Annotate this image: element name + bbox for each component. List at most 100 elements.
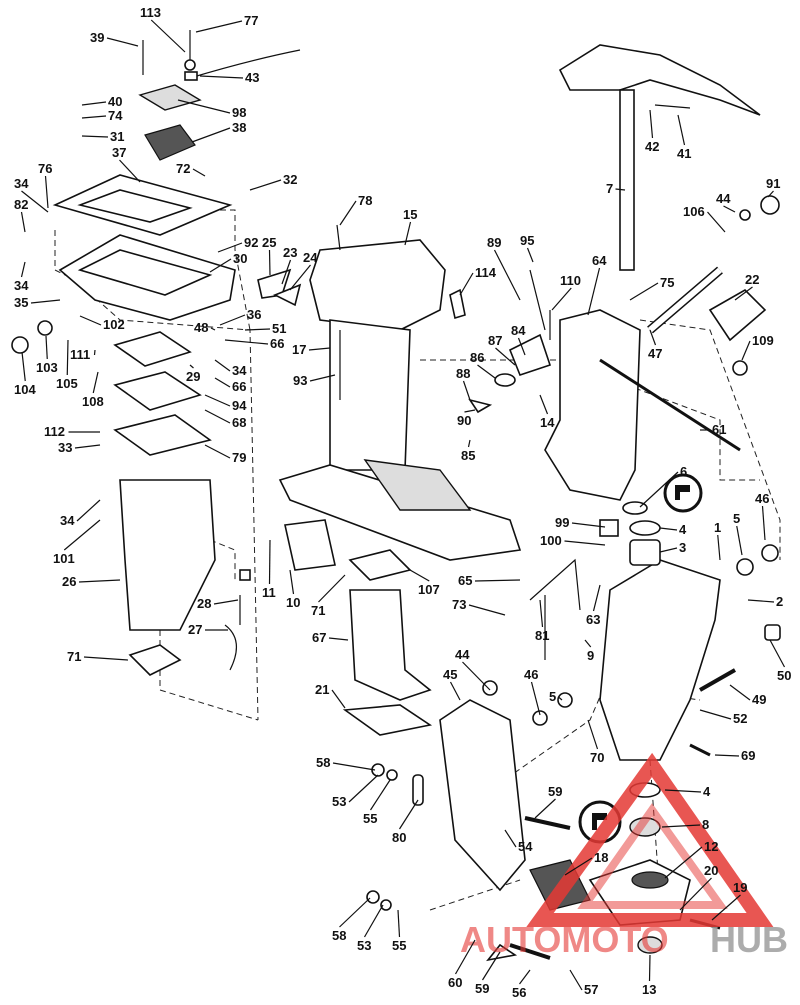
leader-line-77 xyxy=(195,20,243,33)
leader-line-34 xyxy=(21,190,49,213)
callout-label-5: 5 xyxy=(549,689,556,704)
leader-line-113 xyxy=(150,19,186,53)
leader-line-84 xyxy=(517,337,526,356)
leader-line-64 xyxy=(587,267,601,316)
leader-line-11 xyxy=(268,539,271,585)
leader-line-59 xyxy=(534,798,556,819)
leader-line-105 xyxy=(66,339,69,376)
callout-label-5: 5 xyxy=(733,511,740,526)
callout-label-1: 1 xyxy=(714,520,721,535)
leader-line-28 xyxy=(213,599,239,605)
leader-line-81 xyxy=(539,599,544,628)
callout-label-102: 102 xyxy=(103,317,125,332)
callout-label-17: 17 xyxy=(292,342,306,357)
callout-label-37: 37 xyxy=(112,145,126,160)
leader-line-107 xyxy=(409,569,430,582)
leader-line-15 xyxy=(404,221,412,246)
callout-label-53: 53 xyxy=(357,938,371,953)
callout-label-4: 4 xyxy=(679,522,687,537)
callout-label-77: 77 xyxy=(244,13,258,28)
leader-line-37 xyxy=(119,159,141,183)
leader-line-29 xyxy=(189,364,194,369)
callout-label-104: 104 xyxy=(14,382,36,397)
callout-label-91: 91 xyxy=(766,176,780,191)
leader-line-6 xyxy=(639,471,679,508)
callout-label-76: 76 xyxy=(38,161,52,176)
watermark-logo: AUTOMOTO HUB xyxy=(460,752,788,960)
callout-label-48: 48 xyxy=(194,320,208,335)
leader-line-100 xyxy=(564,540,606,546)
callout-label-71: 71 xyxy=(311,603,325,618)
nut-91 xyxy=(760,195,780,215)
leader-line-46 xyxy=(761,505,766,541)
callout-label-106: 106 xyxy=(683,204,705,219)
callout-label-15: 15 xyxy=(403,207,417,222)
callout-label-12: 12 xyxy=(704,839,718,854)
callout-label-54: 54 xyxy=(518,839,533,854)
leader-line-23 xyxy=(281,259,292,285)
leader-line-110 xyxy=(551,287,572,311)
callout-label-73: 73 xyxy=(452,597,466,612)
callout-label-98: 98 xyxy=(232,105,246,120)
callout-label-28: 28 xyxy=(197,596,211,611)
leader-line-32 xyxy=(249,179,282,191)
leader-line-30 xyxy=(209,258,232,273)
leader-line-2 xyxy=(747,599,775,603)
leader-line-38 xyxy=(191,127,231,143)
leader-line-31 xyxy=(81,135,109,138)
callout-label-26: 26 xyxy=(62,574,76,589)
callout-label-64: 64 xyxy=(592,253,607,268)
leader-line-41 xyxy=(677,114,686,146)
leader-line-52 xyxy=(699,709,732,720)
leader-line-78 xyxy=(339,200,357,226)
callout-label-59: 59 xyxy=(548,784,562,799)
callout-label-32: 32 xyxy=(283,172,297,187)
callout-label-44: 44 xyxy=(455,647,470,662)
leader-line-49 xyxy=(729,684,751,701)
callout-label-19: 19 xyxy=(733,880,747,895)
leader-line-68 xyxy=(204,409,231,424)
leader-line-89 xyxy=(493,249,521,301)
swivel-1 xyxy=(599,559,721,761)
leader-line-76 xyxy=(44,175,49,209)
callout-label-55: 55 xyxy=(363,811,377,826)
leader-line-99 xyxy=(571,522,606,528)
callout-label-57: 57 xyxy=(584,982,598,997)
callout-label-78: 78 xyxy=(358,193,372,208)
leader-line-92 xyxy=(217,242,243,253)
leader-line-22 xyxy=(734,286,753,301)
module-38 xyxy=(144,124,196,161)
leader-line-5 xyxy=(736,525,743,556)
callout-label-2: 2 xyxy=(776,594,783,609)
callout-label-47: 47 xyxy=(648,346,662,361)
callout-label-107: 107 xyxy=(418,582,440,597)
parts xyxy=(11,30,781,962)
part-22 xyxy=(708,289,767,342)
watermark-auto-text: AUTOMOTO xyxy=(460,919,669,960)
callout-label-34: 34 xyxy=(14,278,29,293)
callout-label-24: 24 xyxy=(303,250,318,265)
leader-line-94 xyxy=(204,394,231,407)
callout-label-109: 109 xyxy=(752,333,774,348)
callout-label-29: 29 xyxy=(186,369,200,384)
leader-line-70 xyxy=(587,719,599,750)
leader-line-35 xyxy=(30,299,61,304)
callout-label-68: 68 xyxy=(232,415,246,430)
bracket-64 xyxy=(544,309,641,501)
watermark-hub-text: HUB xyxy=(710,919,788,960)
callout-label-18: 18 xyxy=(594,850,608,865)
leader-line-39 xyxy=(106,37,139,47)
leader-line-79 xyxy=(204,444,231,459)
callout-label-92: 92 xyxy=(244,235,258,250)
leader-line-91 xyxy=(767,190,774,198)
callout-label-79: 79 xyxy=(232,450,246,465)
leader-line-34 xyxy=(214,359,231,372)
leader-line-5 xyxy=(558,696,563,701)
leader-line-7 xyxy=(615,188,626,191)
callout-label-31: 31 xyxy=(110,129,124,144)
callout-label-67: 67 xyxy=(312,630,326,645)
callout-label-40: 40 xyxy=(108,94,122,109)
callout-label-25: 25 xyxy=(262,235,276,250)
leader-line-101 xyxy=(63,519,101,551)
callout-label-59: 59 xyxy=(475,981,489,996)
